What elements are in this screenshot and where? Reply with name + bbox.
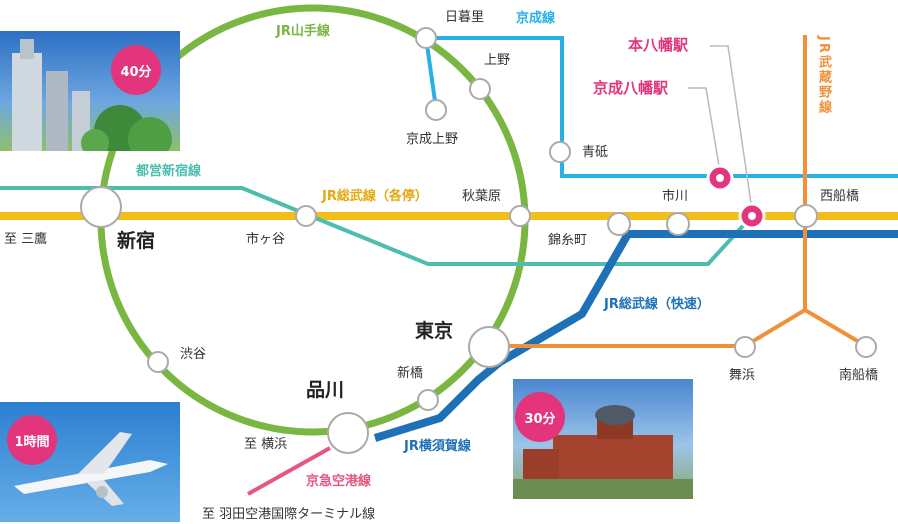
tokyo-time-badge: 30分 xyxy=(515,392,565,442)
yamanote-line-label: JR山手線 xyxy=(276,24,330,39)
shinjuku-time-badge: 40分 xyxy=(111,45,161,95)
nishifunabashi-label: 西船橋 xyxy=(820,189,860,204)
keikyu-line-label: 京急空港線 xyxy=(306,474,372,489)
shimbashi-label: 新橋 xyxy=(397,366,424,381)
tokyo-label: 東京 xyxy=(415,320,454,342)
keisei-ueno-label: 京成上野 xyxy=(406,132,459,147)
nippori-label: 日暮里 xyxy=(445,10,485,25)
shinjuku-label: 新宿 xyxy=(117,230,156,252)
ueno-label: 上野 xyxy=(484,53,511,68)
shinjuku-line xyxy=(0,186,754,266)
station-ueno[interactable] xyxy=(469,78,491,100)
keisei-line-label: 京成線 xyxy=(516,11,556,26)
haneda-time-badge: 1時間 xyxy=(7,415,57,465)
shinagawa-label: 品川 xyxy=(306,379,345,401)
station-shibuya[interactable] xyxy=(147,351,169,373)
motoyawata-label: 本八幡駅 xyxy=(628,36,689,54)
keisei-ueno-branch xyxy=(424,37,438,109)
kinshicho-label: 錦糸町 xyxy=(548,233,588,248)
station-ichikawa[interactable] xyxy=(666,212,690,236)
station-keisei-yawata-dot xyxy=(716,174,724,182)
aoto-label: 青砥 xyxy=(582,145,609,160)
station-shimbashi[interactable] xyxy=(417,389,439,411)
keikyu-line xyxy=(247,446,331,496)
yokosuka-line-label: JR横須賀線 xyxy=(404,439,471,454)
shibuya-label: 渋谷 xyxy=(180,347,207,362)
station-shinagawa[interactable] xyxy=(327,412,369,454)
keisei-yawata-label: 京成八幡駅 xyxy=(593,79,669,97)
station-motoyawata-dot xyxy=(748,212,756,220)
to-yokohama-label: 至 横浜 xyxy=(244,437,288,452)
station-akihabara[interactable] xyxy=(509,205,531,227)
pointer-keisei-yawata xyxy=(688,87,721,173)
sobu-rapid-line-label: JR総武線（快速） xyxy=(604,297,710,312)
tokyo-station-illustration xyxy=(513,405,693,499)
maihama-label: 舞浜 xyxy=(729,368,756,383)
station-ichigaya[interactable] xyxy=(295,205,317,227)
station-shinjuku[interactable] xyxy=(80,186,122,228)
akihabara-label: 秋葉原 xyxy=(462,189,502,204)
airplane-illustration xyxy=(14,432,168,506)
station-kinshicho[interactable] xyxy=(607,212,631,236)
sobu-local-line-label: JR総武線（各停） xyxy=(322,189,428,204)
minamifunabashi-label: 南船橋 xyxy=(839,368,879,383)
ichikawa-label: 市川 xyxy=(662,189,689,204)
musashino-line xyxy=(500,35,807,348)
shinjuku-line-label: 都営新宿線 xyxy=(136,164,202,179)
station-minamifunabashi[interactable] xyxy=(855,336,877,358)
station-maihama[interactable] xyxy=(734,336,756,358)
musashino-line-label: JR武蔵野線 xyxy=(816,36,831,115)
station-nishifunabashi[interactable] xyxy=(794,204,818,228)
station-tokyo[interactable] xyxy=(468,326,510,368)
ichigaya-label: 市ヶ谷 xyxy=(246,232,286,247)
station-aoto[interactable] xyxy=(549,141,571,163)
to-haneda-label: 至 羽田空港国際ターミナル線 xyxy=(202,507,376,522)
pointer-motoyawata xyxy=(710,45,753,211)
skyscraper-illustration xyxy=(12,39,172,151)
station-keisei-ueno[interactable] xyxy=(425,99,447,121)
musashino-branch xyxy=(803,308,868,348)
station-nippori[interactable] xyxy=(415,27,437,49)
to-mitaka-label: 至 三鷹 xyxy=(4,232,48,247)
shinjuku-skyscraper-photo xyxy=(0,31,180,151)
